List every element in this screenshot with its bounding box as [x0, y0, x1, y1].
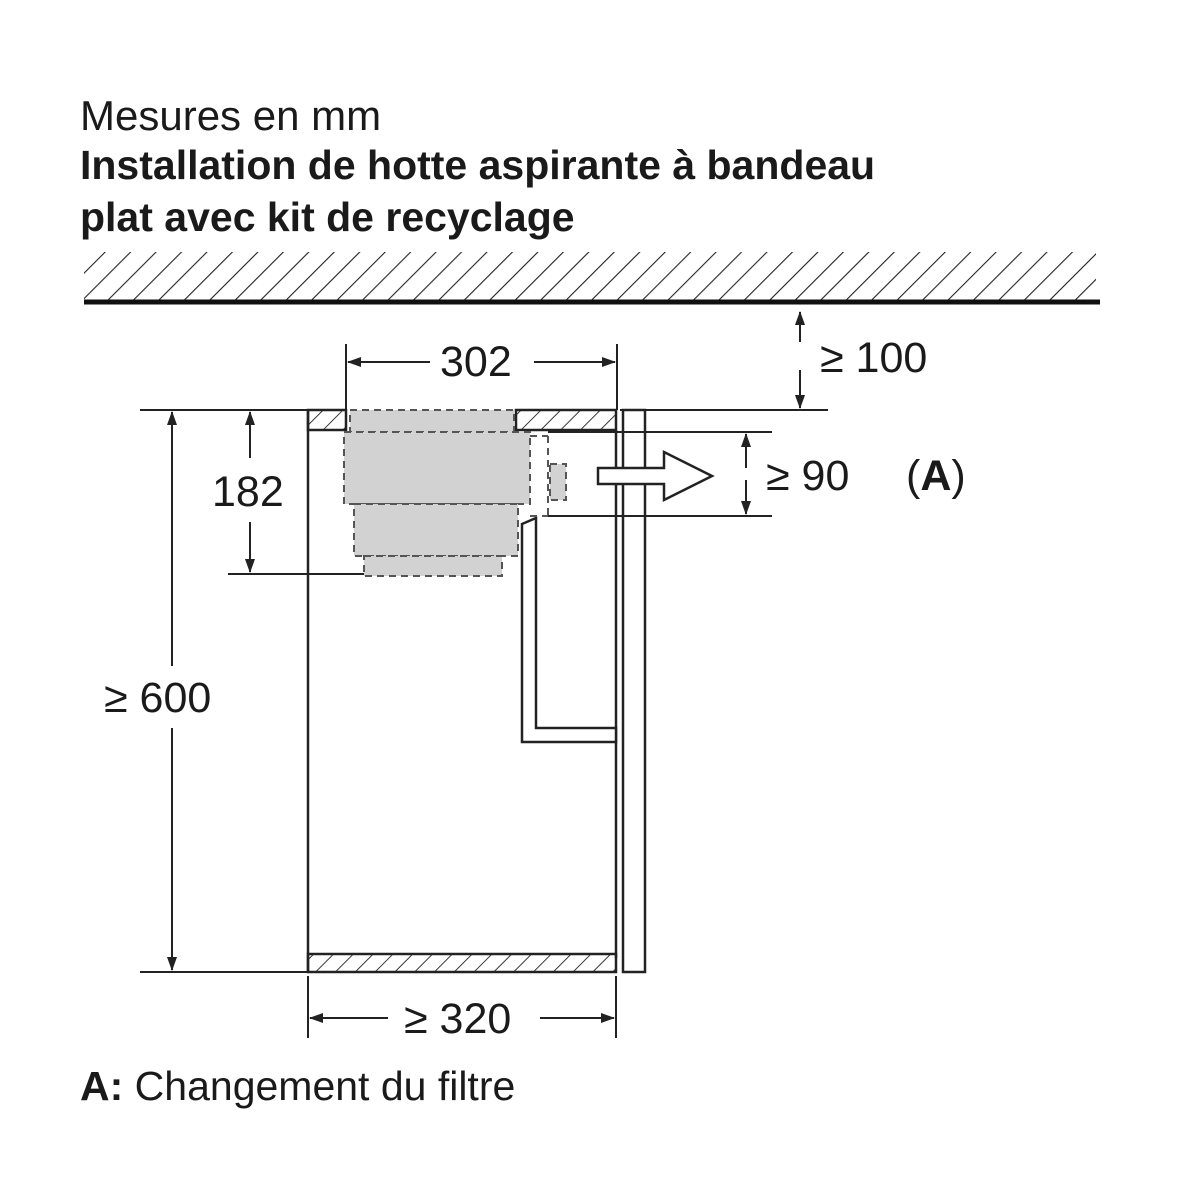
filter-change-arrow [596, 449, 715, 503]
dim-hood-width: 302 [440, 338, 512, 386]
cabinet [306, 408, 618, 974]
legend-key: A: [80, 1063, 124, 1109]
dimension-lines [140, 311, 828, 1038]
front-panel [621, 408, 647, 974]
dim-hood-height: 182 [212, 468, 284, 516]
dim-cabinet-width: ≥ 320 [404, 995, 512, 1043]
ceiling [84, 252, 1100, 305]
title-line-2: plat avec kit de recyclage [80, 194, 575, 240]
dim-filter-gap: ≥ 90 [766, 452, 850, 500]
dim-cabinet-height: ≥ 600 [104, 674, 212, 722]
flat-panel [520, 516, 618, 744]
dim-clearance-top: ≥ 100 [820, 334, 928, 382]
filter-ref-label: (A) [906, 452, 966, 500]
title-line-1: Installation de hotte aspirante à bandea… [80, 142, 876, 188]
legend: A: Changement du filtre [80, 1063, 515, 1110]
hood-body [343, 409, 567, 577]
filter-ref-letter: A [920, 452, 952, 500]
legend-text: Changement du filtre [134, 1063, 516, 1109]
subtitle: Mesures en mm [80, 92, 382, 139]
